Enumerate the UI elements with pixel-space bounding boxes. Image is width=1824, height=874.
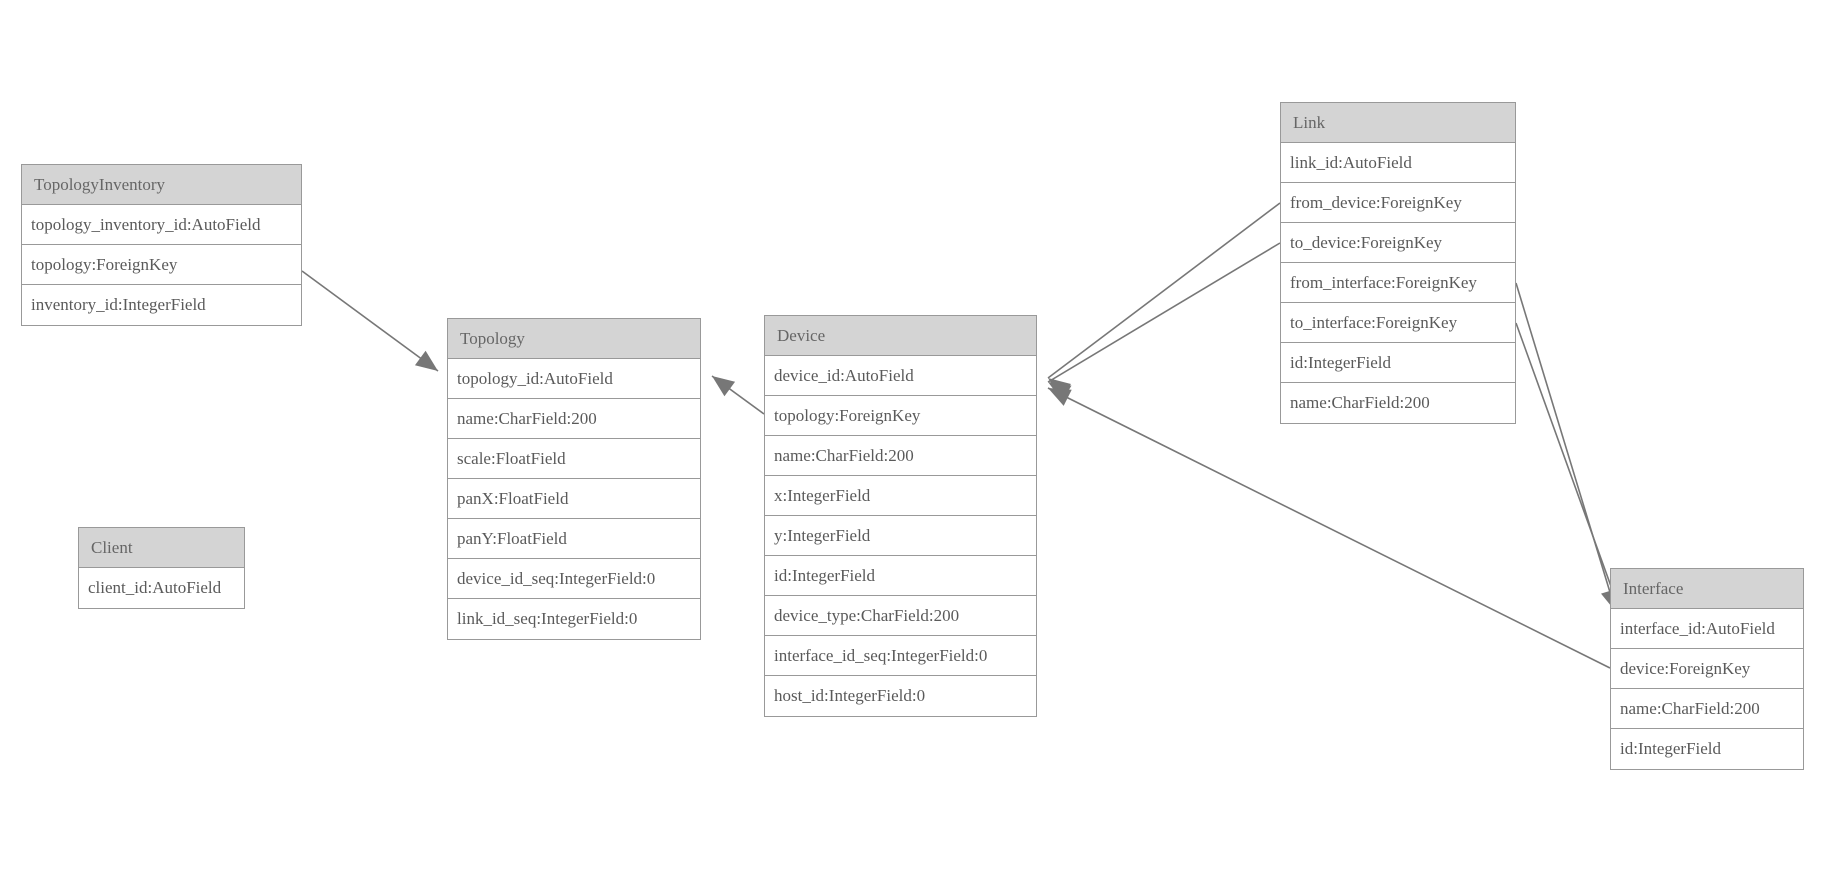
relationship-arrow-rel-topologyinventory-topology [414,350,438,371]
relationship-arrow-rel-link-todevice-device [1048,382,1072,402]
entity-field: inventory_id:IntegerField [22,285,301,325]
entity-field: link_id:AutoField [1281,143,1515,183]
entity-field: y:IntegerField [765,516,1036,556]
entity-field: id:IntegerField [765,556,1036,596]
entity-field: link_id_seq:IntegerField:0 [448,599,700,639]
relationship-line-rel-topologyinventory-topology [301,270,439,372]
entity-field: scale:FloatField [448,439,700,479]
entity-field: topology:ForeignKey [765,396,1036,436]
relationship-line-rel-link-tointerface-interface [1515,322,1622,615]
relationship-arrow-rel-interface-device-device [1048,388,1072,406]
relationship-line-rel-device-topology [711,375,765,415]
entity-title-device: Device [765,316,1036,356]
entity-field: name:CharField:200 [448,399,700,439]
entity-field: interface_id:AutoField [1611,609,1803,649]
relationship-line-rel-link-frominterface-interface [1515,282,1617,613]
entity-field: device:ForeignKey [1611,649,1803,689]
entity-field: x:IntegerField [765,476,1036,516]
entity-field: topology:ForeignKey [22,245,301,285]
entity-field: name:CharField:200 [765,436,1036,476]
entity-field: from_interface:ForeignKey [1281,263,1515,303]
entity-field: interface_id_seq:IntegerField:0 [765,636,1036,676]
entity-title-topology: Topology [448,319,700,359]
entity-field: to_interface:ForeignKey [1281,303,1515,343]
relationship-line-rel-interface-device-device [1047,387,1611,669]
entity-field: topology_inventory_id:AutoField [22,205,301,245]
entity-field: device_id_seq:IntegerField:0 [448,559,700,599]
relationship-line-rel-link-todevice-device [1047,242,1281,383]
entity-field: client_id:AutoField [79,568,244,608]
entity-title-topology_inventory: TopologyInventory [22,165,301,205]
entity-field: id:IntegerField [1281,343,1515,383]
entity-title-client: Client [79,528,244,568]
entity-field: name:CharField:200 [1281,383,1515,423]
entity-field: host_id:IntegerField:0 [765,676,1036,716]
relationship-arrow-rel-device-topology [712,376,736,397]
entity-field: id:IntegerField [1611,729,1803,769]
entity-title-link: Link [1281,103,1515,143]
relationship-line-rel-link-fromdevice-device [1047,202,1281,379]
relationship-arrow-rel-link-fromdevice-device [1048,378,1071,399]
entity-field: panX:FloatField [448,479,700,519]
entity-field: to_device:ForeignKey [1281,223,1515,263]
entity-field: device_type:CharField:200 [765,596,1036,636]
entity-field: name:CharField:200 [1611,689,1803,729]
entity-field: from_device:ForeignKey [1281,183,1515,223]
entity-field: topology_id:AutoField [448,359,700,399]
entity-field: device_id:AutoField [765,356,1036,396]
entity-title-interface: Interface [1611,569,1803,609]
entity-field: panY:FloatField [448,519,700,559]
